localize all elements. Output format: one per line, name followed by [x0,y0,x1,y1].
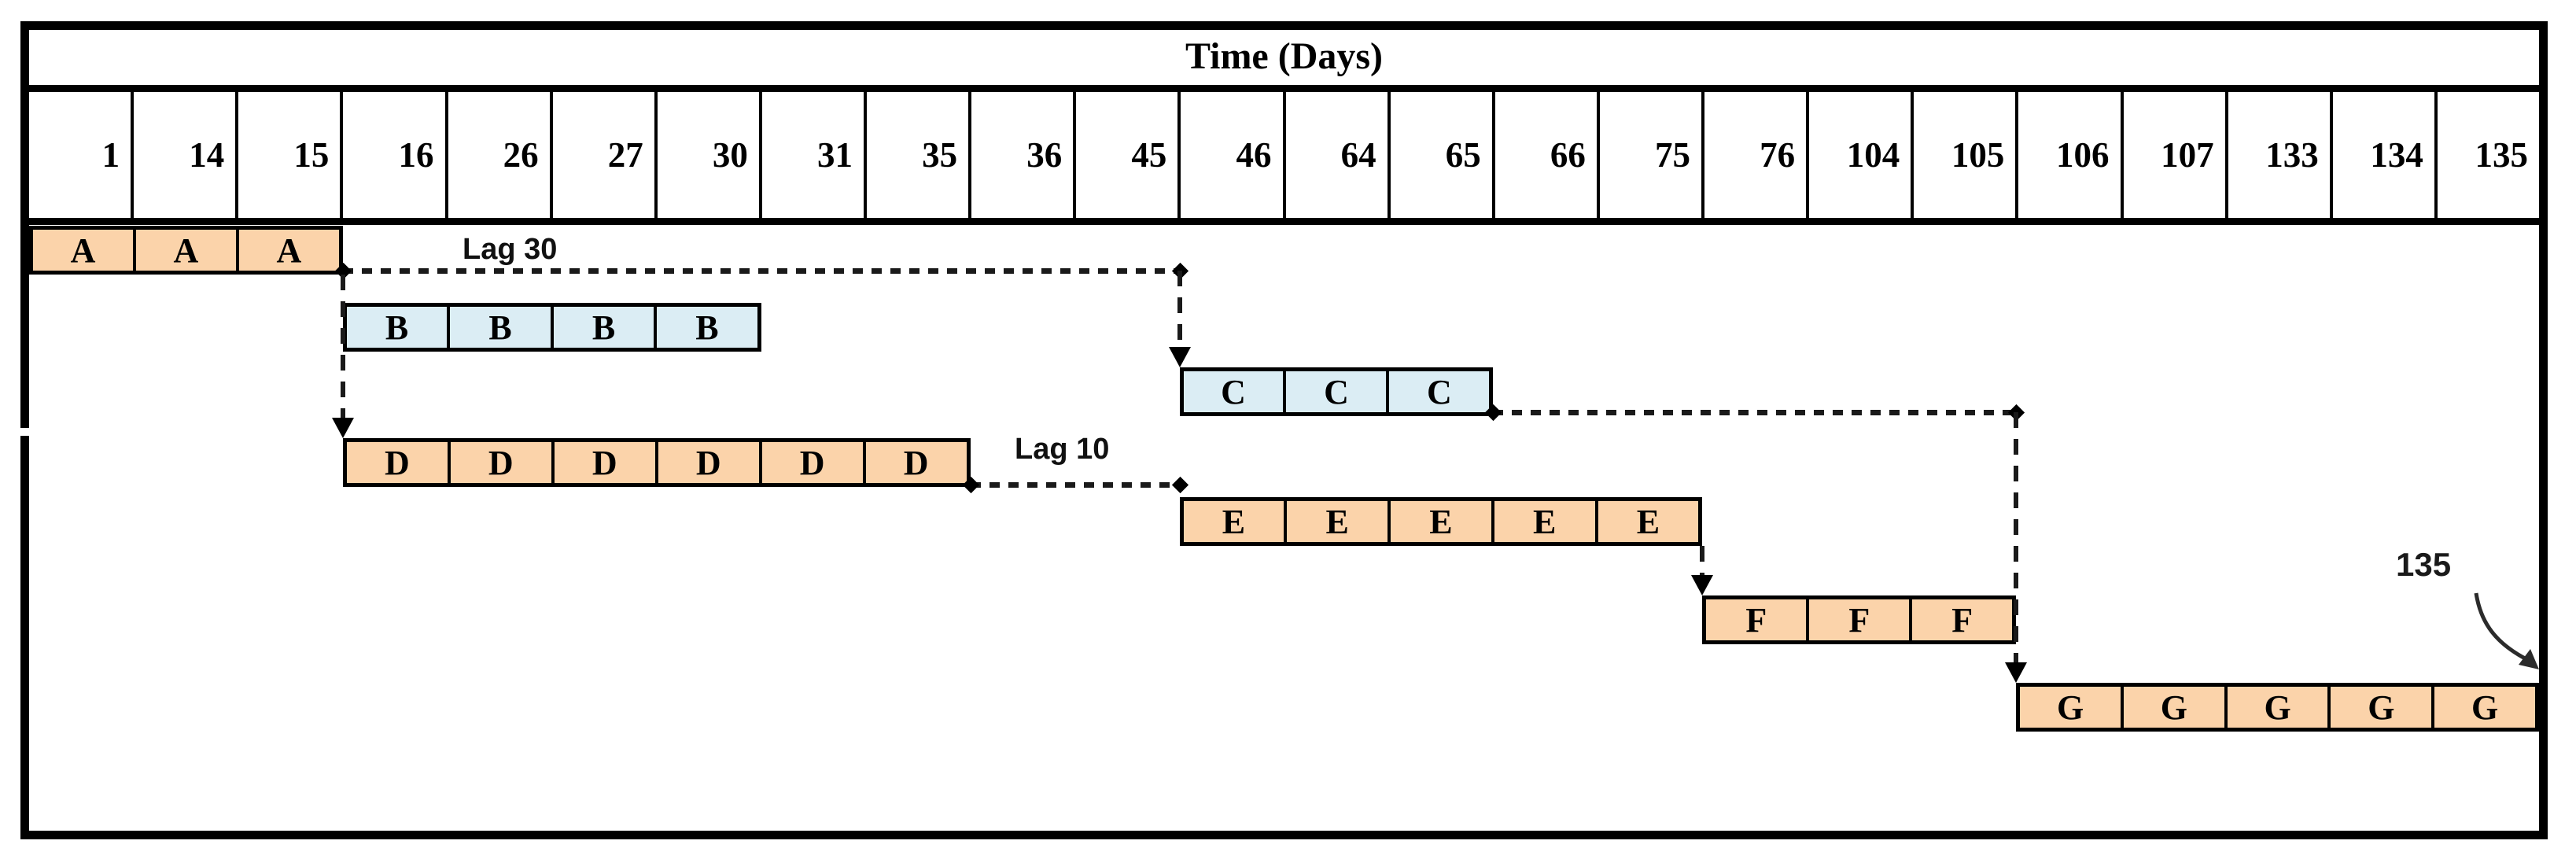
link-A-D-vline [340,275,345,419]
task-cell-G: G [2056,688,2084,727]
day-column-45: 45 [1076,92,1181,218]
link-C-G-hline [1493,410,2017,415]
day-column-106: 106 [2018,92,2124,218]
task-cell-E: E [1491,501,1595,542]
task-cell-D: D [862,442,967,483]
task-cell-F: F [1806,599,1909,640]
arrowhead-down-icon [1168,347,1191,367]
day-column-133: 133 [2228,92,2333,218]
day-column-15: 15 [238,92,344,218]
task-cell-C: C [1386,371,1489,412]
day-column-14: 14 [134,92,239,218]
task-cell-D: D [654,442,759,483]
day-column-107: 107 [2124,92,2228,218]
link-D-E-hline [970,482,1180,488]
task-cell-E: E [1388,501,1491,542]
task-cell-G: G [2327,687,2431,728]
arrowhead-down-icon [2005,662,2028,683]
task-cell-B: B [447,307,550,348]
link-A-C-hline [342,268,1180,274]
day-column-35: 35 [867,92,972,218]
arrowhead-down-icon [1691,575,1714,595]
day-column-36: 36 [971,92,1077,218]
left-border-notch [20,428,29,436]
day-column-134: 134 [2333,92,2438,218]
task-cell-D: D [384,443,410,482]
task-cell-B: B [385,308,409,347]
header-divider [20,218,2548,225]
task-cell-G: G [2224,687,2328,728]
finish-day-label: 135 [2396,546,2452,583]
day-column-64: 64 [1286,92,1391,218]
link-E-F-vline [1700,546,1705,577]
task-cell-B: B [550,307,654,348]
day-column-16: 16 [343,92,448,218]
day-column-65: 65 [1391,92,1495,218]
link-A-C-vline [1177,271,1182,348]
day-column-104: 104 [1809,92,1914,218]
day-column-75: 75 [1600,92,1704,218]
finish-arrow-icon [2474,592,2539,669]
day-column-135: 135 [2475,135,2529,175]
title-divider [20,85,2548,92]
day-column-76: 76 [1704,92,1810,218]
task-cell-E: E [1594,501,1699,542]
task-cell-G: G [2431,687,2535,728]
task-cell-D: D [447,442,551,483]
day-column-27: 27 [553,92,658,218]
task-cell-F: F [1745,600,1767,640]
task-cell-C: C [1283,371,1386,412]
task-cell-D: D [551,442,655,483]
task-cell-C: C [1221,372,1246,411]
task-cell-D: D [758,442,863,483]
chart-title: Time (Days) [1185,35,1384,77]
task-cell-A: A [235,230,339,271]
lag-30-label: Lag 30 [463,233,558,266]
day-column-30: 30 [658,92,762,218]
link-C-G-vline [2014,412,2019,664]
day-column-46: 46 [1181,92,1286,218]
task-cell-E: E [1222,502,1246,541]
task-cell-E: E [1284,501,1388,542]
day-column-105: 105 [1914,92,2019,218]
task-cell-G: G [2120,687,2224,728]
day-column-66: 66 [1495,92,1600,218]
lag-10-label: Lag 10 [1015,433,1110,466]
arrowhead-down-icon [331,418,354,438]
day-column-31: 31 [762,92,867,218]
day-column-1: 1 [29,92,135,218]
task-cell-A: A [132,230,236,271]
task-cell-A: A [70,230,96,270]
day-column-26: 26 [448,92,553,218]
task-cell-F: F [1909,599,2012,640]
task-cell-B: B [654,307,757,348]
